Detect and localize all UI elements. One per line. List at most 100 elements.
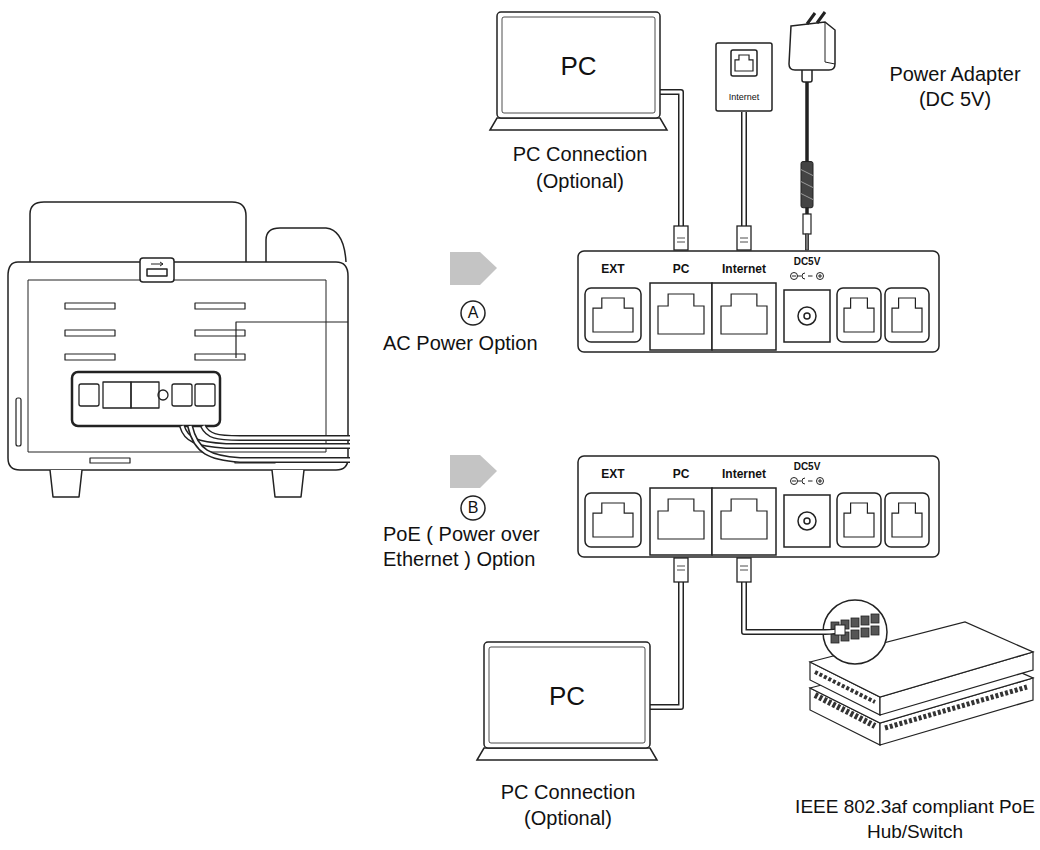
dc-plug [803,214,811,234]
laptop-base [477,748,657,760]
option-circle [461,301,485,325]
drawing-part [818,479,822,483]
dc-pin [804,518,810,524]
internet-port [712,488,776,555]
internet-socket [721,499,767,539]
caption: Power Adapter (DC 5V) [875,62,1035,112]
option-arrow [450,455,497,488]
laptop-screen [497,12,660,118]
panel-outline [578,251,939,352]
headset-port [885,493,929,547]
rj45-plug [737,558,751,582]
pc-port [650,488,712,555]
usb-port [140,258,174,282]
ext-port [585,288,641,342]
usb-icon [151,262,163,266]
internet-port [712,283,776,350]
laptop-pc: PC PC Connection (Optional) [490,8,670,198]
tie-wraps [801,170,813,200]
port-label: DC5V [779,460,835,473]
port-label: EXT [577,262,649,277]
ethernet-cable [744,558,795,632]
dc-pin [804,313,810,319]
adapter-prongs [807,12,825,24]
port-label: Internet [712,467,776,482]
rj45-plug [737,226,751,250]
pc-socket [658,294,704,334]
drawing-part [851,618,859,627]
handset-port [837,288,881,342]
option-label: PoE ( Power over Ethernet ) Option [383,522,573,572]
jack-frame [731,50,757,76]
port-label: DC5V [779,255,835,268]
phone-ports [79,382,215,408]
caption: PC Connection (Optional) [478,779,658,831]
plug-contacts [740,238,748,242]
handset-rest [30,202,246,262]
phone-cables [182,426,350,460]
port-label: PC [650,262,712,277]
port-label: EXT [577,467,649,482]
connector-group [737,112,751,250]
plug-contacts [740,566,748,570]
power-adapter: Power Adapter (DC 5V) [785,12,1035,118]
switch-ports [815,672,875,702]
laptop-screen [484,642,650,748]
switch-upper [810,622,1033,715]
panel-outline [578,456,939,557]
connector-group [670,92,688,250]
drawing-part [818,274,822,278]
cable-channel [236,322,348,358]
dc-pin [806,234,809,250]
cable-plug [835,625,845,635]
rj45-plug [674,558,688,582]
pc-socket [658,499,704,539]
ext-socket [593,503,633,537]
drawing-part [871,614,879,623]
drawing-part [792,478,813,484]
jack-socket [735,55,753,71]
option-circle [461,496,485,520]
adapter-body [789,22,835,70]
device-label: PC [484,680,650,713]
connector-group [658,558,688,707]
adapter-edge [825,22,835,64]
headset-socket [892,503,922,537]
headset-socket [892,298,922,332]
device-label: PC [497,50,660,83]
caption: IEEE 802.3af compliant PoE Hub/Switch [795,794,1035,844]
headset-port [885,288,929,342]
option-label: AC Power Option [383,330,573,356]
jack-label: Internet [715,92,773,103]
caption: PC Connection (Optional) [490,141,670,195]
usb-slot [147,269,167,276]
phone-back [8,202,350,497]
dc-port [784,495,830,547]
ext-socket [593,298,633,332]
dc-jack [798,307,816,325]
option-letter: A [461,301,485,325]
rj45-plug [674,226,688,250]
pc-port [650,283,712,350]
zoomed-ports [831,614,879,643]
laptop-base [490,118,667,130]
drawing-part [851,630,859,639]
cable-core [795,630,841,632]
polarity-symbol [791,478,824,485]
plug-contacts [677,566,685,570]
drawing-part [861,616,869,625]
port-panel: EXTPCInternetDC5V [577,455,940,558]
cable-tie [801,162,813,208]
phone-legs [50,470,304,497]
port-label: Internet [712,262,776,277]
cable-core [744,558,795,632]
drawing-part [817,478,824,485]
handset-socket [844,503,874,537]
connector-group [737,558,795,632]
handset-socket [844,298,874,332]
hook [266,228,346,262]
ext-port [585,493,641,547]
dc-port [784,290,830,342]
drawing-part [792,273,813,279]
